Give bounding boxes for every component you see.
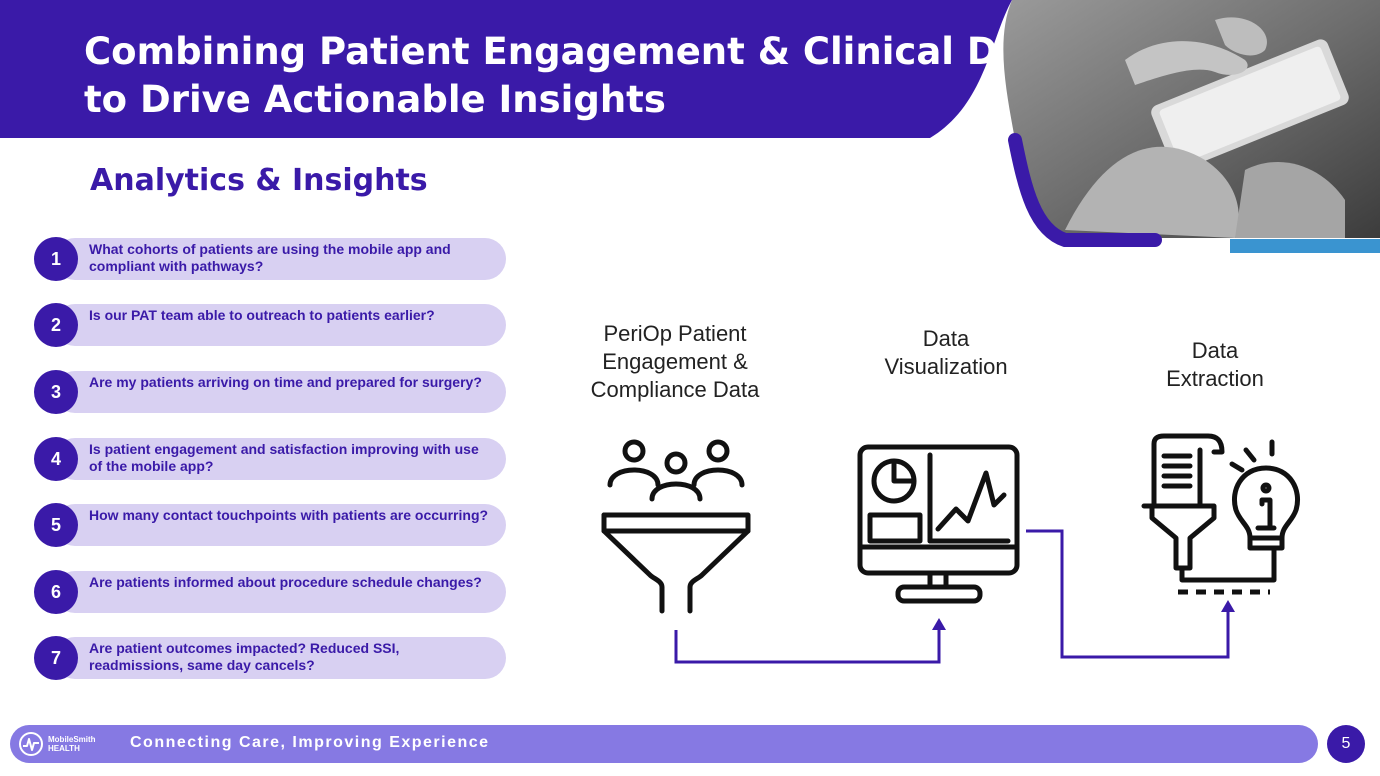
arrowhead-step3 <box>1221 600 1235 612</box>
question-text: Are patients informed about procedure sc… <box>89 574 482 590</box>
company-logo: MobileSmith HEALTH <box>18 731 108 757</box>
question-pill <box>54 438 506 480</box>
flow-step-1-line-2: Engagement & <box>602 349 748 374</box>
logo-mark-icon <box>19 732 43 756</box>
page-number: 5 <box>1327 725 1365 763</box>
arrow-step2-to-step3 <box>1026 529 1230 659</box>
hands-phone-photo <box>1003 0 1380 253</box>
flow-step-2-line-2: Visualization <box>884 354 1008 379</box>
logo-line-1: MobileSmith <box>48 735 96 744</box>
question-item-6: 6 Are patients informed about procedure … <box>34 570 508 614</box>
flow-step-3-line-2: Extraction <box>1166 366 1264 391</box>
question-item-2: 2 Is our PAT team able to outreach to pa… <box>34 303 508 347</box>
flow-step-1-line-1: PeriOp Patient <box>603 321 747 346</box>
arrowhead-step2 <box>932 618 946 630</box>
section-subtitle: Analytics & Insights <box>90 163 428 198</box>
arrow-step1-to-step2 <box>674 628 941 664</box>
document-funnel-lightbulb-icon <box>1141 433 1300 583</box>
title-line-1: Combining Patient Engagement & Clinical … <box>84 30 1066 73</box>
question-item-1: 1 What cohorts of patients are using the… <box>34 237 508 281</box>
flow-step-3-label: Data Extraction <box>1130 337 1300 393</box>
question-pill <box>54 637 506 679</box>
question-text: Is patient engagement and satisfaction i… <box>89 441 479 474</box>
question-text: Are my patients arriving on time and pre… <box>89 374 482 390</box>
question-pill <box>54 571 506 613</box>
logo-line-2: HEALTH <box>48 744 80 753</box>
question-number: 4 <box>34 437 78 481</box>
question-number: 5 <box>34 503 78 547</box>
question-number: 6 <box>34 570 78 614</box>
footer-tagline: Connecting Care, Improving Experience <box>130 734 490 751</box>
question-number: 7 <box>34 636 78 680</box>
footer-bar <box>10 725 1318 763</box>
question-pill <box>54 304 506 346</box>
question-item-7: 7 Are patient outcomes impacted? Reduced… <box>34 636 508 680</box>
flow-step-3-line-1: Data <box>1191 338 1239 363</box>
logo-wordmark: MobileSmith HEALTH <box>48 735 96 753</box>
title-line-2: to Drive Actionable Insights <box>84 78 666 121</box>
question-text: What cohorts of patients are using the m… <box>89 241 451 274</box>
question-text: How many contact touchpoints with patien… <box>89 507 489 523</box>
question-number: 1 <box>34 237 78 281</box>
flow-step-2-line-1: Data <box>922 326 970 351</box>
flow-step-2-label: Data Visualization <box>856 325 1036 381</box>
monitor-chart-icon <box>857 444 1020 604</box>
question-pill <box>54 371 506 413</box>
header-band <box>0 0 1012 138</box>
question-item-5: 5 How many contact touchpoints with pati… <box>34 503 508 547</box>
question-pill <box>54 238 506 280</box>
question-text: Is our PAT team able to outreach to pati… <box>89 307 435 323</box>
flow-step-1-label: PeriOp Patient Engagement & Compliance D… <box>570 320 780 404</box>
slide-title: Combining Patient Engagement & Clinical … <box>84 28 1065 124</box>
question-number: 2 <box>34 303 78 347</box>
question-item-3: 3 Are my patients arriving on time and p… <box>34 370 508 414</box>
flow-step-1-line-3: Compliance Data <box>590 377 760 402</box>
question-pill <box>54 504 506 546</box>
question-item-4: 4 Is patient engagement and satisfaction… <box>34 437 508 481</box>
people-funnel-icon <box>601 439 751 614</box>
question-number: 3 <box>34 370 78 414</box>
question-text: Are patient outcomes impacted? Reduced S… <box>89 640 400 673</box>
